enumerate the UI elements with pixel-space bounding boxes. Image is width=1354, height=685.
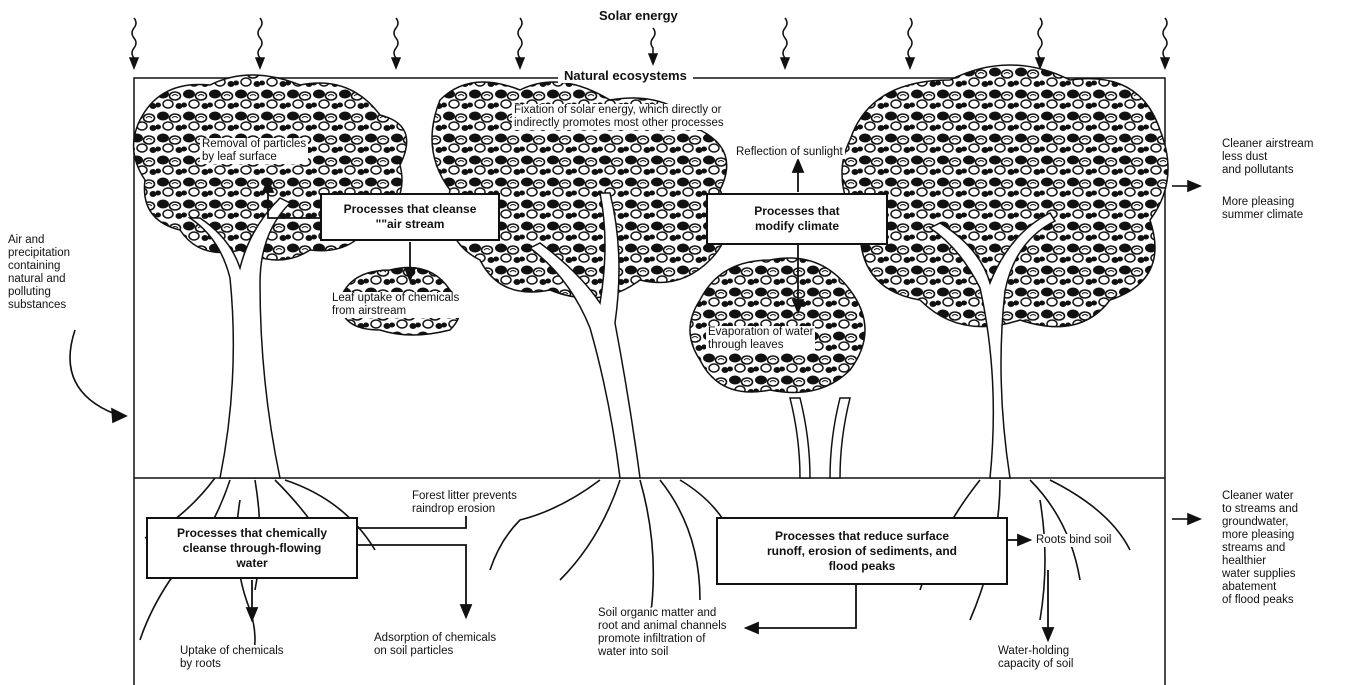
box-cleanse-air: Processes that cleanse ""air stream bbox=[320, 193, 500, 241]
label-uptake-roots: Uptake of chemicals by roots bbox=[178, 645, 286, 671]
label-cleaner-airstream: Cleaner airstream less dust and pollutan… bbox=[1222, 138, 1313, 177]
label-air-precipitation: Air and precipitation containing natural… bbox=[8, 234, 70, 312]
label-soil-organic: Soil organic matter and root and animal … bbox=[596, 607, 729, 659]
label-forest-litter: Forest litter prevents raindrop erosion bbox=[410, 490, 519, 516]
label-fixation: Fixation of solar energy, which directly… bbox=[512, 104, 726, 130]
label-water-holding: Water-holding capacity of soil bbox=[996, 645, 1075, 671]
label-adsorption: Adsorption of chemicals on soil particle… bbox=[372, 632, 498, 658]
label-evaporation: Evaporation of water through leaves bbox=[706, 326, 815, 352]
label-cleaner-water: Cleaner water to streams and groundwater… bbox=[1222, 490, 1298, 607]
label-reflection: Reflection of sunlight bbox=[734, 146, 845, 159]
label-leaf-uptake: Leaf uptake of chemicals from airstream bbox=[330, 292, 461, 318]
label-removal-particles: Removal of particles by leaf surface bbox=[200, 138, 308, 164]
solar-arrows bbox=[130, 18, 1169, 68]
label-roots-bind: Roots bind soil bbox=[1034, 534, 1113, 547]
box-modify-climate: Processes that modify climate bbox=[706, 193, 888, 245]
box-chemically-cleanse: Processes that chemically cleanse throug… bbox=[146, 517, 358, 579]
natural-ecosystems-title: Natural ecosystems bbox=[558, 68, 693, 83]
label-summer-climate: More pleasing summer climate bbox=[1222, 196, 1303, 222]
box-reduce-runoff: Processes that reduce surface runoff, er… bbox=[716, 517, 1008, 585]
solar-energy-title: Solar energy bbox=[593, 8, 684, 23]
